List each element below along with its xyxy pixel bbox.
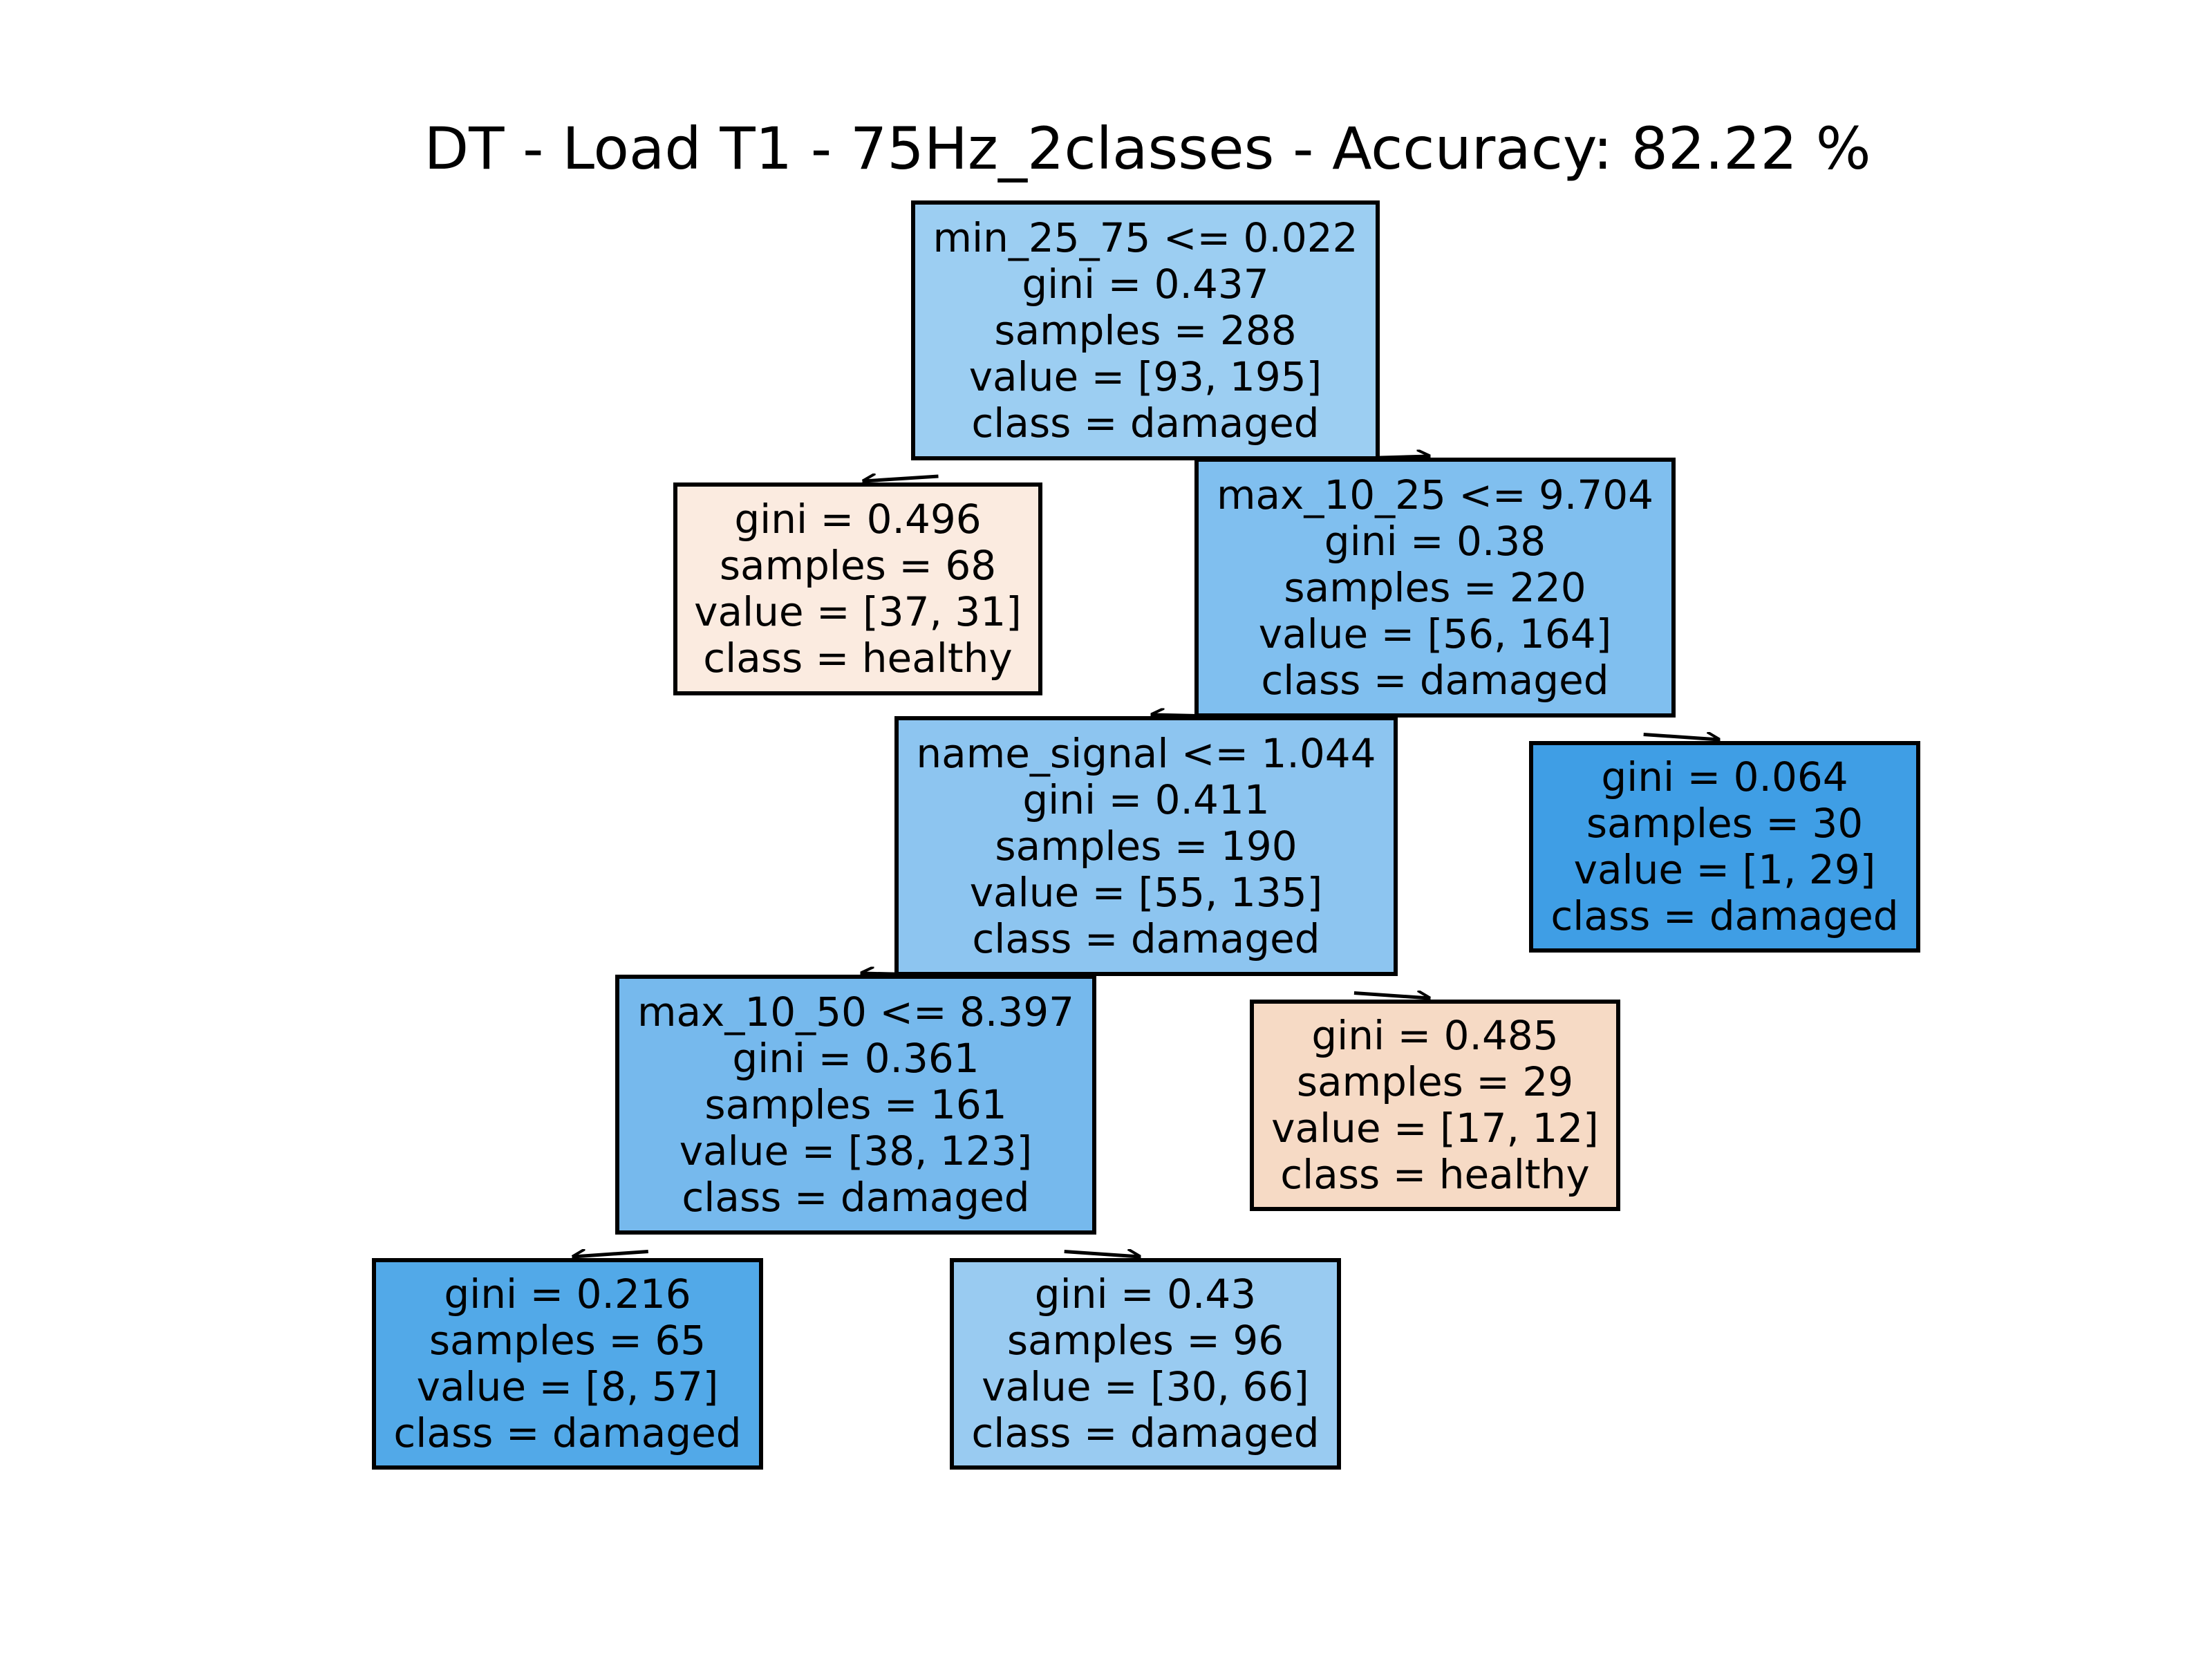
node-samples-label: samples = 68 xyxy=(719,542,997,589)
node-samples-label: samples = 30 xyxy=(1586,800,1864,847)
node-split-label: name_signal <= 1.044 xyxy=(916,729,1376,777)
node-value-label: value = [17, 12] xyxy=(1271,1105,1599,1152)
tree-node-split: name_signal <= 1.044 gini = 0.411 sample… xyxy=(894,716,1398,976)
node-samples-label: samples = 220 xyxy=(1284,563,1586,611)
tree-node-leaf-healthy: gini = 0.496 samples = 68 value = [37, 3… xyxy=(673,482,1042,695)
tree-edge-arrow xyxy=(863,476,939,481)
node-gini-label: gini = 0.411 xyxy=(1022,776,1270,823)
node-split-label: min_25_75 <= 0.022 xyxy=(932,214,1358,261)
node-samples-label: samples = 161 xyxy=(704,1080,1007,1128)
node-class-label: class = damaged xyxy=(972,915,1320,962)
node-gini-label: gini = 0.216 xyxy=(444,1271,691,1318)
tree-node-split: max_10_25 <= 9.704 gini = 0.38 samples =… xyxy=(1194,458,1676,718)
node-split-label: max_10_50 <= 8.397 xyxy=(637,988,1075,1035)
node-value-label: value = [55, 135] xyxy=(969,868,1323,916)
node-gini-label: gini = 0.064 xyxy=(1601,753,1848,800)
node-gini-label: gini = 0.43 xyxy=(1034,1271,1257,1318)
node-samples-label: samples = 96 xyxy=(1006,1317,1284,1364)
node-class-label: class = damaged xyxy=(393,1409,742,1456)
node-class-label: class = damaged xyxy=(1550,892,1899,939)
node-value-label: value = [37, 31] xyxy=(694,588,1022,635)
node-gini-label: gini = 0.485 xyxy=(1311,1012,1559,1059)
tree-node-split: max_10_50 <= 8.397 gini = 0.361 samples … xyxy=(615,975,1096,1235)
tree-edge-arrow xyxy=(1064,1251,1140,1257)
node-gini-label: gini = 0.437 xyxy=(1022,260,1269,308)
tree-edge-arrow xyxy=(573,1251,648,1257)
tree-node-leaf-damaged: gini = 0.064 samples = 30 value = [1, 29… xyxy=(1529,741,1920,953)
node-class-label: class = damaged xyxy=(682,1173,1030,1221)
node-class-label: class = damaged xyxy=(971,399,1320,447)
tree-node-leaf-damaged: gini = 0.43 samples = 96 value = [30, 66… xyxy=(950,1258,1341,1470)
node-value-label: value = [1, 29] xyxy=(1573,846,1876,893)
node-value-label: value = [93, 195] xyxy=(968,353,1322,400)
node-class-label: class = healthy xyxy=(703,635,1013,682)
node-value-label: value = [38, 123] xyxy=(679,1127,1033,1174)
node-gini-label: gini = 0.496 xyxy=(734,496,982,543)
tree-node-root: min_25_75 <= 0.022 gini = 0.437 samples … xyxy=(911,200,1380,460)
node-class-label: class = healthy xyxy=(1280,1151,1590,1198)
node-samples-label: samples = 65 xyxy=(429,1317,706,1364)
node-value-label: value = [56, 164] xyxy=(1258,610,1612,657)
node-gini-label: gini = 0.38 xyxy=(1324,517,1546,565)
tree-edge-arrow xyxy=(1643,734,1719,740)
node-split-label: max_10_25 <= 9.704 xyxy=(1216,471,1654,518)
figure-title: DT - Load T1 - 75Hz_2classes - Accuracy:… xyxy=(424,115,1871,182)
tree-node-leaf-damaged: gini = 0.216 samples = 65 value = [8, 57… xyxy=(372,1258,763,1470)
node-gini-label: gini = 0.361 xyxy=(732,1034,980,1082)
node-class-label: class = damaged xyxy=(1261,656,1609,704)
tree-edge-arrow xyxy=(1353,993,1430,998)
node-samples-label: samples = 29 xyxy=(1296,1058,1574,1105)
node-value-label: value = [8, 57] xyxy=(416,1363,719,1410)
node-value-label: value = [30, 66] xyxy=(982,1363,1309,1410)
node-samples-label: samples = 190 xyxy=(995,822,1297,870)
node-class-label: class = damaged xyxy=(971,1409,1320,1456)
node-samples-label: samples = 288 xyxy=(994,306,1297,354)
tree-node-leaf-healthy: gini = 0.485 samples = 29 value = [17, 1… xyxy=(1250,1000,1620,1211)
